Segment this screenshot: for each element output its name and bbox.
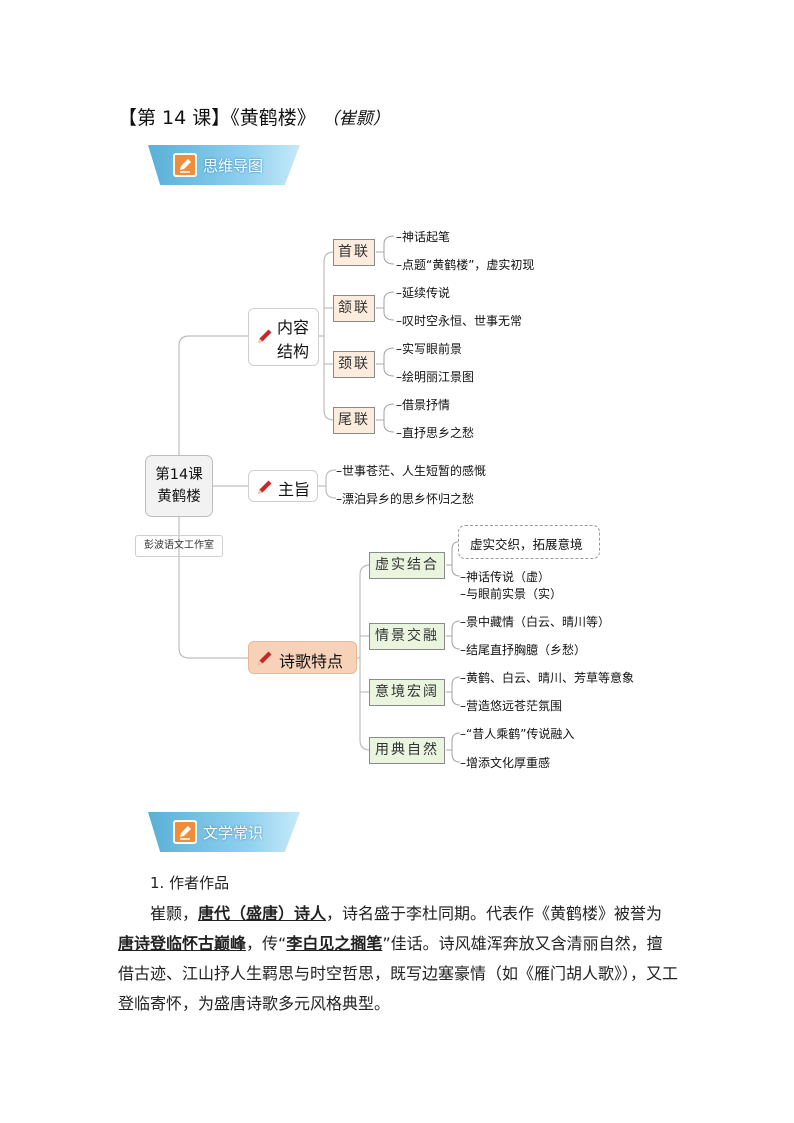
emphasis-story: 李白见之搁笔 [286, 934, 383, 953]
branch-content-structure: 内容 结构 [248, 308, 319, 366]
content-label-2: 结构 [277, 342, 310, 361]
leaf-yijing-2: –营造悠远苍茫氛围 [460, 699, 563, 713]
section-yijing: 意境宏阔 [369, 679, 445, 706]
leaf-hanlian-1: –延续传说 [396, 286, 451, 300]
lesson-title: 【第 14 课】《黄鹤楼》 （崔颢） [118, 103, 390, 130]
emphasis-era: 唐代（盛唐）诗人 [198, 904, 327, 923]
leaf-jinglian-1: –实写眼前景 [396, 342, 463, 356]
leaf-yijing-1: –黄鹤、白云、晴川、芳草等意象 [460, 671, 635, 685]
section-hanlian: 颔联 [333, 295, 375, 322]
leaf-qingjing-1: –景中藏情（白云、晴川等） [460, 615, 611, 629]
mindmap-connectors [178, 235, 461, 763]
pencil-icon [173, 153, 197, 177]
emphasis-peak: 唐诗登临怀古巅峰 [118, 934, 247, 953]
root-line-2: 黄鹤楼 [157, 489, 201, 505]
leaf-shoulian-2: –点题“黄鹤楼”，虚实初现 [396, 258, 535, 272]
lesson-author: （崔颢） [321, 109, 390, 129]
section-qingjing: 情景交融 [369, 623, 445, 650]
note-box [458, 525, 600, 559]
literature-banner-label: 文学常识 [203, 824, 264, 842]
leaf-theme-1: –世事苍茫、人生短暂的感慨 [336, 464, 487, 478]
section-shoulian: 首联 [333, 239, 375, 266]
leaf-xushi-1: –神话传说（虚） [460, 570, 551, 584]
leaf-yongdian-2: –增添文化厚重感 [460, 756, 551, 770]
content-label-1: 内容 [277, 318, 310, 337]
leaf-shoulian-1: –神话起笔 [396, 230, 451, 244]
author-paragraph: 崔颢，唐代（盛唐）诗人，诗名盛于李杜同期。代表作《黄鹤楼》被誉为唐诗登临怀古巅峰… [118, 904, 679, 1013]
lesson-title-text: 【第 14 课】《黄鹤楼》 [118, 107, 316, 129]
pencil-icon [173, 820, 197, 844]
branch-features: 诗歌特点 [248, 641, 357, 674]
theme-label: 主旨 [278, 480, 311, 499]
section-weilian: 尾联 [333, 407, 375, 434]
literature-banner: 文学常识 [148, 812, 300, 852]
features-label: 诗歌特点 [279, 652, 344, 671]
leaf-jinglian-2: –绘明丽江景图 [396, 370, 475, 384]
leaf-weilian-2: –直抒思乡之愁 [396, 426, 475, 440]
leaf-yongdian-1: –“昔人乘鹤”传说融入 [460, 727, 575, 741]
studio-label: 彭波语文工作室 [135, 535, 223, 557]
section-yongdian: 用典自然 [369, 737, 445, 764]
section-xushi: 虚实结合 [369, 552, 445, 579]
section-heading: 1. 作者作品 [150, 874, 230, 892]
leaf-theme-2: –漂泊异乡的思乡怀归之愁 [336, 492, 475, 506]
mindmap-banner: 思维导图 [148, 145, 300, 185]
leaf-weilian-1: –借景抒情 [396, 398, 451, 412]
leaf-qingjing-2: –结尾直抒胸臆（乡愁） [460, 643, 587, 657]
note-xushi: 虚实交织，拓展意境 [470, 537, 583, 552]
leaf-xushi-2: –与眼前实景（实） [460, 587, 563, 601]
mindmap-banner-label: 思维导图 [203, 157, 264, 175]
branch-theme: 主旨 [248, 470, 318, 502]
mindmap-root: 第14课 黄鹤楼 [145, 455, 213, 517]
pen-icon [258, 480, 272, 494]
section-jinglian: 颈联 [333, 351, 375, 378]
root-line-1: 第14课 [155, 467, 203, 483]
pen-icon [258, 651, 272, 665]
leaf-hanlian-2: –叹时空永恒、世事无常 [396, 314, 523, 328]
pen-icon [258, 329, 272, 343]
